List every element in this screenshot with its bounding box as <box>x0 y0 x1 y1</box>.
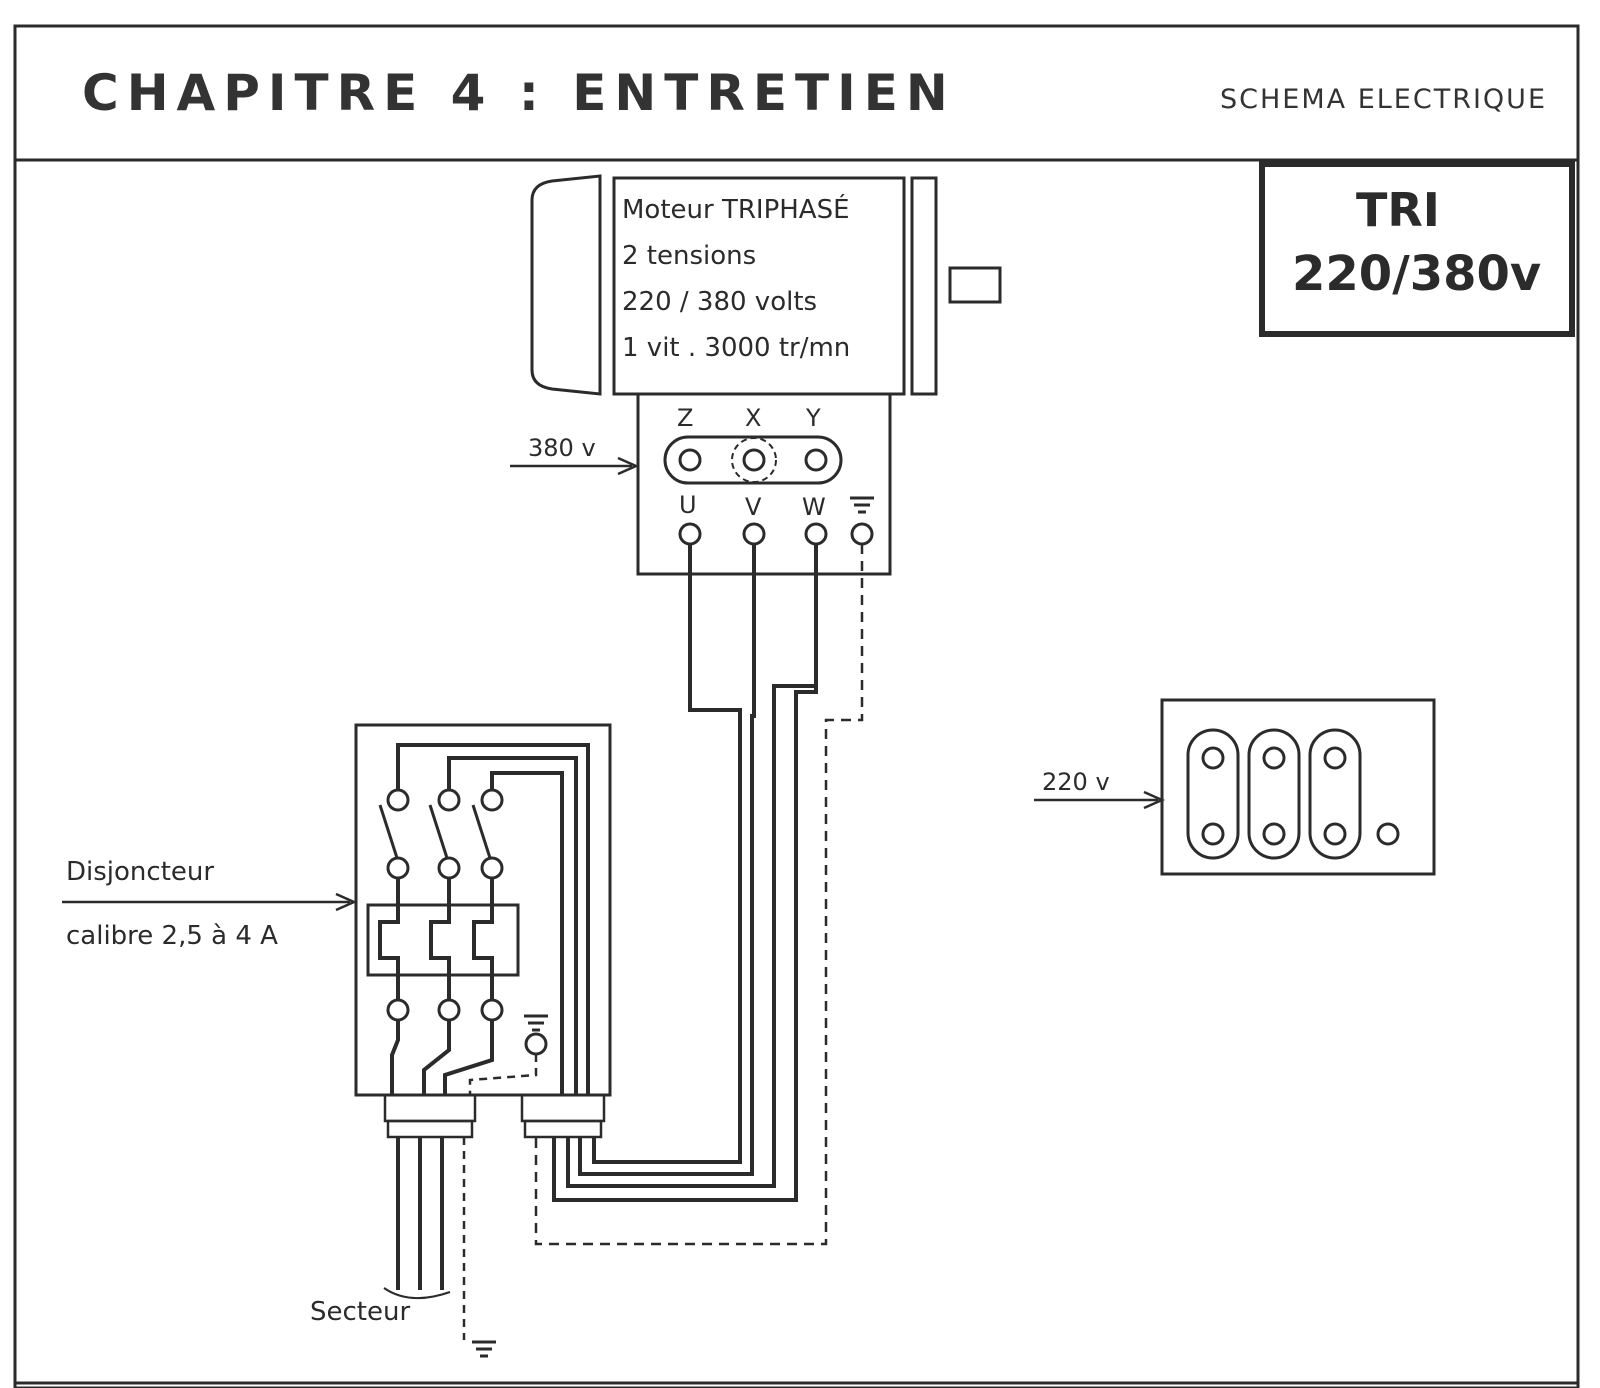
mains-ground-icon <box>472 1340 496 1358</box>
mains-label: Secteur <box>310 1297 410 1327</box>
arrow-220v <box>1034 790 1166 810</box>
arrow-380v <box>510 456 640 476</box>
terminal-label-w: W <box>802 493 826 521</box>
badge-line1: TRI <box>1356 183 1440 237</box>
chapter-title: CHAPITRE 4 : ENTRETIEN <box>82 64 956 122</box>
ground-icon <box>850 496 874 514</box>
terminal-label-x: X <box>745 404 761 432</box>
terminal-label-v: V <box>745 493 762 521</box>
terminal-label-u: U <box>679 491 697 519</box>
label-380v: 380 v <box>528 434 596 462</box>
voltage-badge: TRI 220/380v <box>1259 161 1575 337</box>
label-220v: 220 v <box>1042 768 1110 796</box>
page-frame <box>13 24 1580 1388</box>
breaker-label-line2: calibre 2,5 à 4 A <box>66 921 278 951</box>
terminal-box-380: Z X Y U V W <box>636 392 892 576</box>
motor-line3: 220 / 380 volts <box>622 287 817 317</box>
terminal-label-y: Y <box>805 404 821 432</box>
terminal-label-z: Z <box>677 404 693 432</box>
motor-cable <box>534 544 864 1246</box>
badge-line2: 220/380v <box>1292 246 1541 302</box>
terminal-box-220 <box>1160 698 1436 876</box>
motor: Moteur TRIPHASÉ 2 tensions 220 / 380 vol… <box>530 174 1002 396</box>
motor-line1: Moteur TRIPHASÉ <box>622 193 850 225</box>
breaker-ground-icon <box>524 1014 548 1032</box>
motor-line2: 2 tensions <box>622 241 756 271</box>
breaker-internal-wiring <box>390 743 590 1095</box>
breaker-label-line1: Disjoncteur <box>66 857 214 887</box>
arrow-breaker <box>62 892 358 912</box>
section-title: SCHEMA ELECTRIQUE <box>1220 84 1547 115</box>
mains-wires <box>383 1137 496 1358</box>
breaker <box>354 723 612 1139</box>
motor-line4: 1 vit . 3000 tr/mn <box>622 333 850 363</box>
